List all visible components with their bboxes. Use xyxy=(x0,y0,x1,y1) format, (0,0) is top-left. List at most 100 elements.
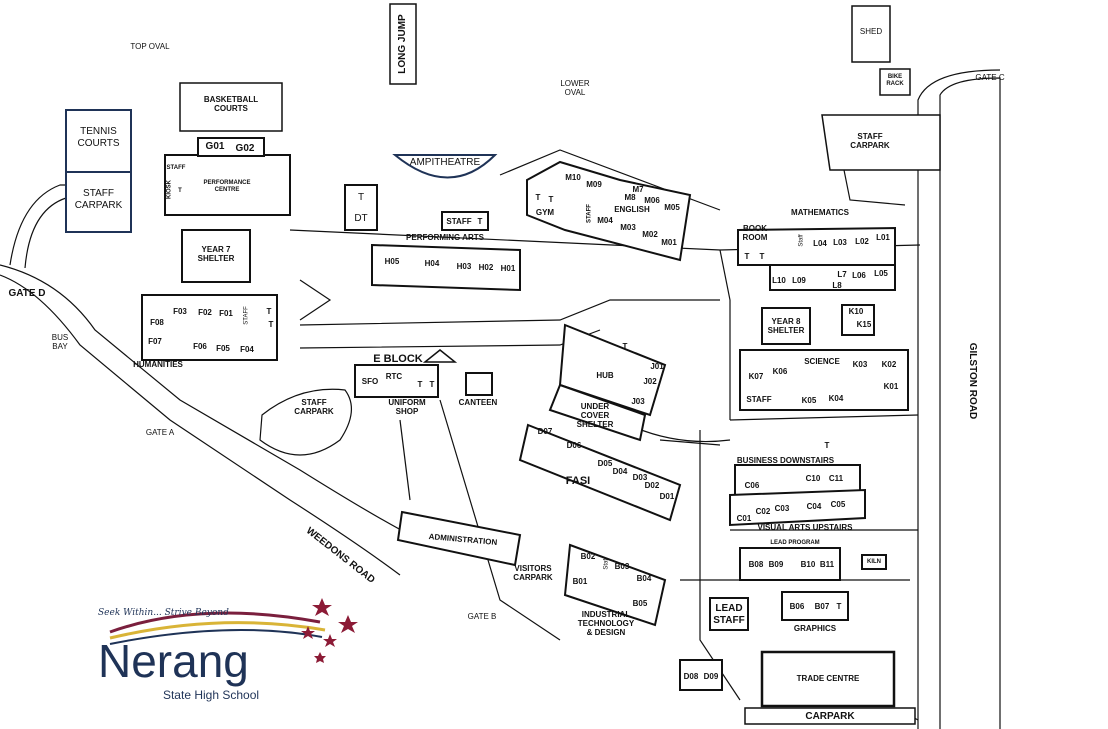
long-jump-label: LONG JUMP xyxy=(397,14,408,74)
internal-path xyxy=(439,399,561,641)
room-j02: J02 xyxy=(643,377,657,386)
year7-shelter-box xyxy=(181,229,251,283)
perf-staff-label: STAFF xyxy=(166,165,186,171)
room-b05: B05 xyxy=(632,599,648,608)
administration-block xyxy=(396,510,522,567)
fasi-label: FASI xyxy=(565,475,591,487)
e-block-box xyxy=(354,364,439,398)
room-l8: L8 xyxy=(832,281,842,290)
room-k03: K03 xyxy=(852,360,868,369)
room-k05: K05 xyxy=(801,396,817,405)
performance-centre-box xyxy=(164,154,291,216)
room-k07: K07 xyxy=(748,372,764,381)
under-cover-shelter-label: UNDER COVER SHELTER xyxy=(576,402,614,429)
room-b08: B08 xyxy=(748,560,764,569)
amphitheatre-label: AMPITHEATRE xyxy=(409,157,481,168)
staff-carpark-loop xyxy=(259,388,352,456)
logo-name: Nerang xyxy=(98,635,249,687)
e-block-label: E BLOCK xyxy=(373,353,423,365)
english-staff-label: STAFF xyxy=(586,204,593,223)
internal-path xyxy=(299,279,332,321)
science-label: SCIENCE xyxy=(804,357,840,366)
room-j01: J01 xyxy=(650,362,664,371)
room-h04: H04 xyxy=(424,259,440,268)
room-c02: C02 xyxy=(755,507,771,516)
business-t: T xyxy=(824,441,830,450)
star-icon xyxy=(323,634,337,647)
internal-path xyxy=(699,430,741,701)
room-b10: B10 xyxy=(800,560,816,569)
g01-label: G01 xyxy=(205,141,225,152)
lead-program-label: LEAD PROGRAM xyxy=(770,540,820,546)
room-h01: H01 xyxy=(500,264,516,273)
book-t1: T xyxy=(744,252,750,261)
room-c03: C03 xyxy=(774,504,790,513)
room-l02: L02 xyxy=(855,237,869,246)
room-l10: L10 xyxy=(772,276,786,285)
room-c04: C04 xyxy=(806,502,822,511)
canteen-label: CANTEEN xyxy=(458,398,498,407)
staff-carpark-west-box xyxy=(65,171,132,233)
internal-path xyxy=(299,299,720,326)
room-l06: L06 xyxy=(852,271,866,280)
book-t2: T xyxy=(759,252,765,261)
room-f03: F03 xyxy=(173,307,187,316)
room-m03: M03 xyxy=(620,223,636,232)
room-l09: L09 xyxy=(792,276,806,285)
room-c11: C11 xyxy=(828,474,844,483)
room-f05: F05 xyxy=(216,344,230,353)
internal-path xyxy=(299,329,601,349)
staff-perf-label: STAFF xyxy=(446,217,472,226)
internal-path xyxy=(729,414,919,421)
gilston-road-inner xyxy=(917,69,1001,729)
graphics-label: GRAPHICS xyxy=(793,624,837,633)
room-m8: M8 xyxy=(624,193,636,202)
performing-arts-staff-box xyxy=(441,211,489,231)
industrial-tech-label: INDUSTRIAL TECHNOLOGY & DESIGN xyxy=(577,610,635,637)
room-m10: M10 xyxy=(565,173,581,182)
trade-centre-box xyxy=(760,650,896,708)
long-jump-box xyxy=(389,3,417,85)
room-h02: H02 xyxy=(478,263,494,272)
room-f02: F02 xyxy=(198,308,212,317)
room-d08: D08 xyxy=(683,672,699,681)
humanities-block xyxy=(141,294,278,361)
staff-carpark-mid-label: STAFF CARPARK xyxy=(294,398,334,416)
year7-shelter-label: YEAR 7 SHELTER xyxy=(197,245,235,263)
room-c01: C01 xyxy=(736,514,752,523)
room-l03: L03 xyxy=(833,238,847,247)
staff-carpark-east-label: STAFF CARPARK xyxy=(850,132,890,150)
star-icon xyxy=(338,615,358,633)
star-icon xyxy=(301,626,315,639)
room-c05: C05 xyxy=(830,500,846,509)
room-b11: B11 xyxy=(819,560,835,569)
english-block xyxy=(526,160,692,262)
maths-block-2 xyxy=(769,264,896,291)
room-f01: F01 xyxy=(219,309,233,318)
room-f06: F06 xyxy=(193,342,207,351)
hub-t: T xyxy=(622,342,628,351)
year8-shelter-label: YEAR 8 SHELTER xyxy=(767,317,805,335)
room-c10: C10 xyxy=(805,474,821,483)
internal-path xyxy=(399,419,411,501)
room-k15: K15 xyxy=(856,320,872,329)
room-d09: D09 xyxy=(703,672,719,681)
logo-swoosh xyxy=(109,611,326,645)
room-b07: B07 xyxy=(814,602,830,611)
top-oval-label: TOP OVAL xyxy=(130,42,170,51)
english-label: ENGLISH xyxy=(614,205,650,214)
room-k04: K04 xyxy=(828,394,844,403)
room-f07: F07 xyxy=(148,337,162,346)
rtc-label: RTC xyxy=(385,372,403,381)
g02-label: G02 xyxy=(235,143,255,154)
room-d04: D04 xyxy=(612,467,628,476)
gate-d-road xyxy=(9,184,66,266)
room-d07: D07 xyxy=(537,427,553,436)
visitors-carpark-label: VISITORS CARPARK xyxy=(513,564,553,582)
west-curve-path xyxy=(0,264,421,541)
under-cover-shelter-box xyxy=(548,383,647,442)
gate-c-label: GATE C xyxy=(975,73,1005,82)
trade-centre-label: TRADE CENTRE xyxy=(796,674,860,683)
t-block-label: T xyxy=(357,192,365,203)
bus-bay-label: BUS BAY xyxy=(51,333,69,351)
